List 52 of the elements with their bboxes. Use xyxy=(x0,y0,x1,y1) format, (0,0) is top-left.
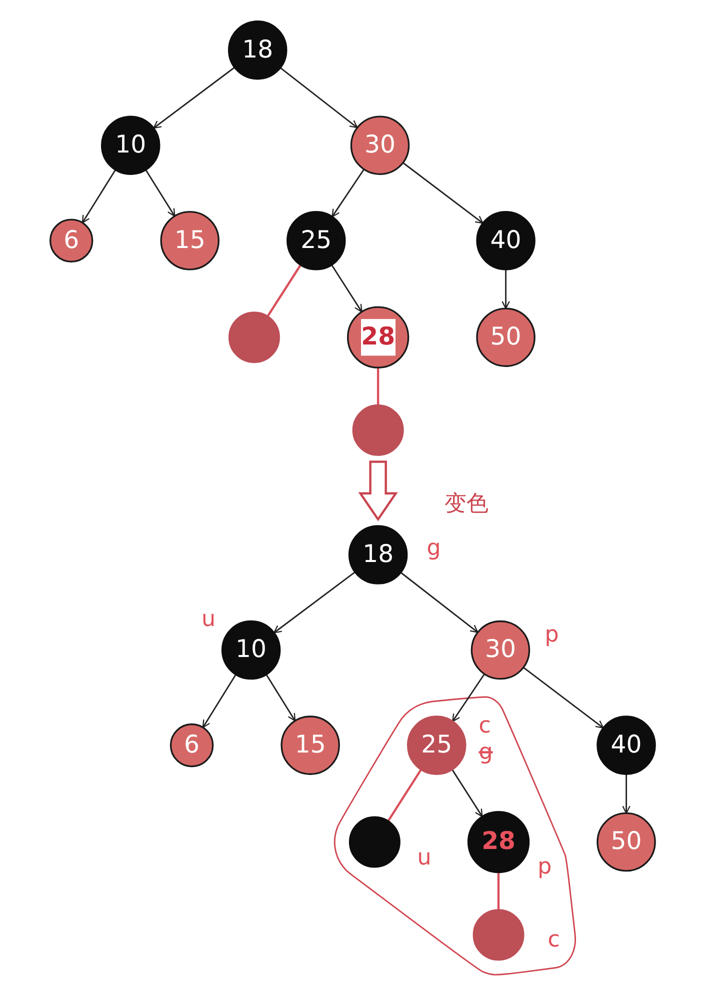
tree-node: 25 xyxy=(407,716,467,775)
role-letter: u xyxy=(418,844,432,871)
role-letter: g xyxy=(479,738,494,765)
role-letter: c xyxy=(479,712,492,738)
arrow xyxy=(82,169,116,224)
hollow-arrow xyxy=(358,460,398,522)
arrow xyxy=(502,269,510,310)
tree-node: 15 xyxy=(160,210,220,270)
role-letter: c xyxy=(548,926,560,952)
tree-node xyxy=(349,816,401,868)
tree-node: 30 xyxy=(471,620,530,680)
arrow xyxy=(153,66,236,129)
tree-node: 50 xyxy=(476,308,536,367)
arrow xyxy=(280,67,358,128)
arrow xyxy=(332,168,365,218)
arrow xyxy=(331,264,363,312)
connector-line xyxy=(267,264,302,317)
tree-node: 30 xyxy=(350,116,410,175)
tree-node xyxy=(228,312,280,364)
tree-node: 50 xyxy=(596,812,656,872)
connector-line xyxy=(388,768,422,822)
tree-node xyxy=(473,909,525,961)
arrow xyxy=(452,674,486,722)
role-letter: g xyxy=(427,535,442,562)
tree-node: 25 xyxy=(286,210,346,270)
role-letter: p xyxy=(538,853,552,880)
tree-node: 28 xyxy=(468,810,530,874)
arrow xyxy=(400,572,479,633)
tree-node: 18 xyxy=(348,525,408,584)
arrow xyxy=(145,169,176,217)
connector-line xyxy=(498,872,500,910)
connector-line xyxy=(377,368,380,406)
tree-node: 15 xyxy=(281,716,340,775)
arrow xyxy=(402,162,484,224)
arrow xyxy=(452,769,484,818)
arrow xyxy=(274,571,356,634)
edge-label: 变色 xyxy=(444,489,490,516)
tree-node xyxy=(352,404,404,456)
role-letter: p xyxy=(545,622,560,648)
arrow xyxy=(202,674,237,728)
tree-node: 6 xyxy=(50,218,94,262)
tree-node: 10 xyxy=(222,620,281,680)
tree-node: 10 xyxy=(101,116,161,175)
arrow xyxy=(622,774,631,814)
tree-node: 28 xyxy=(347,306,410,368)
tree-node: 40 xyxy=(476,210,536,270)
tree-node: 18 xyxy=(228,20,288,80)
tree-node: 6 xyxy=(170,723,214,768)
arrow xyxy=(523,666,604,728)
role-letter: u xyxy=(202,606,216,632)
arrow xyxy=(266,674,296,722)
tree-node: 40 xyxy=(596,716,656,775)
